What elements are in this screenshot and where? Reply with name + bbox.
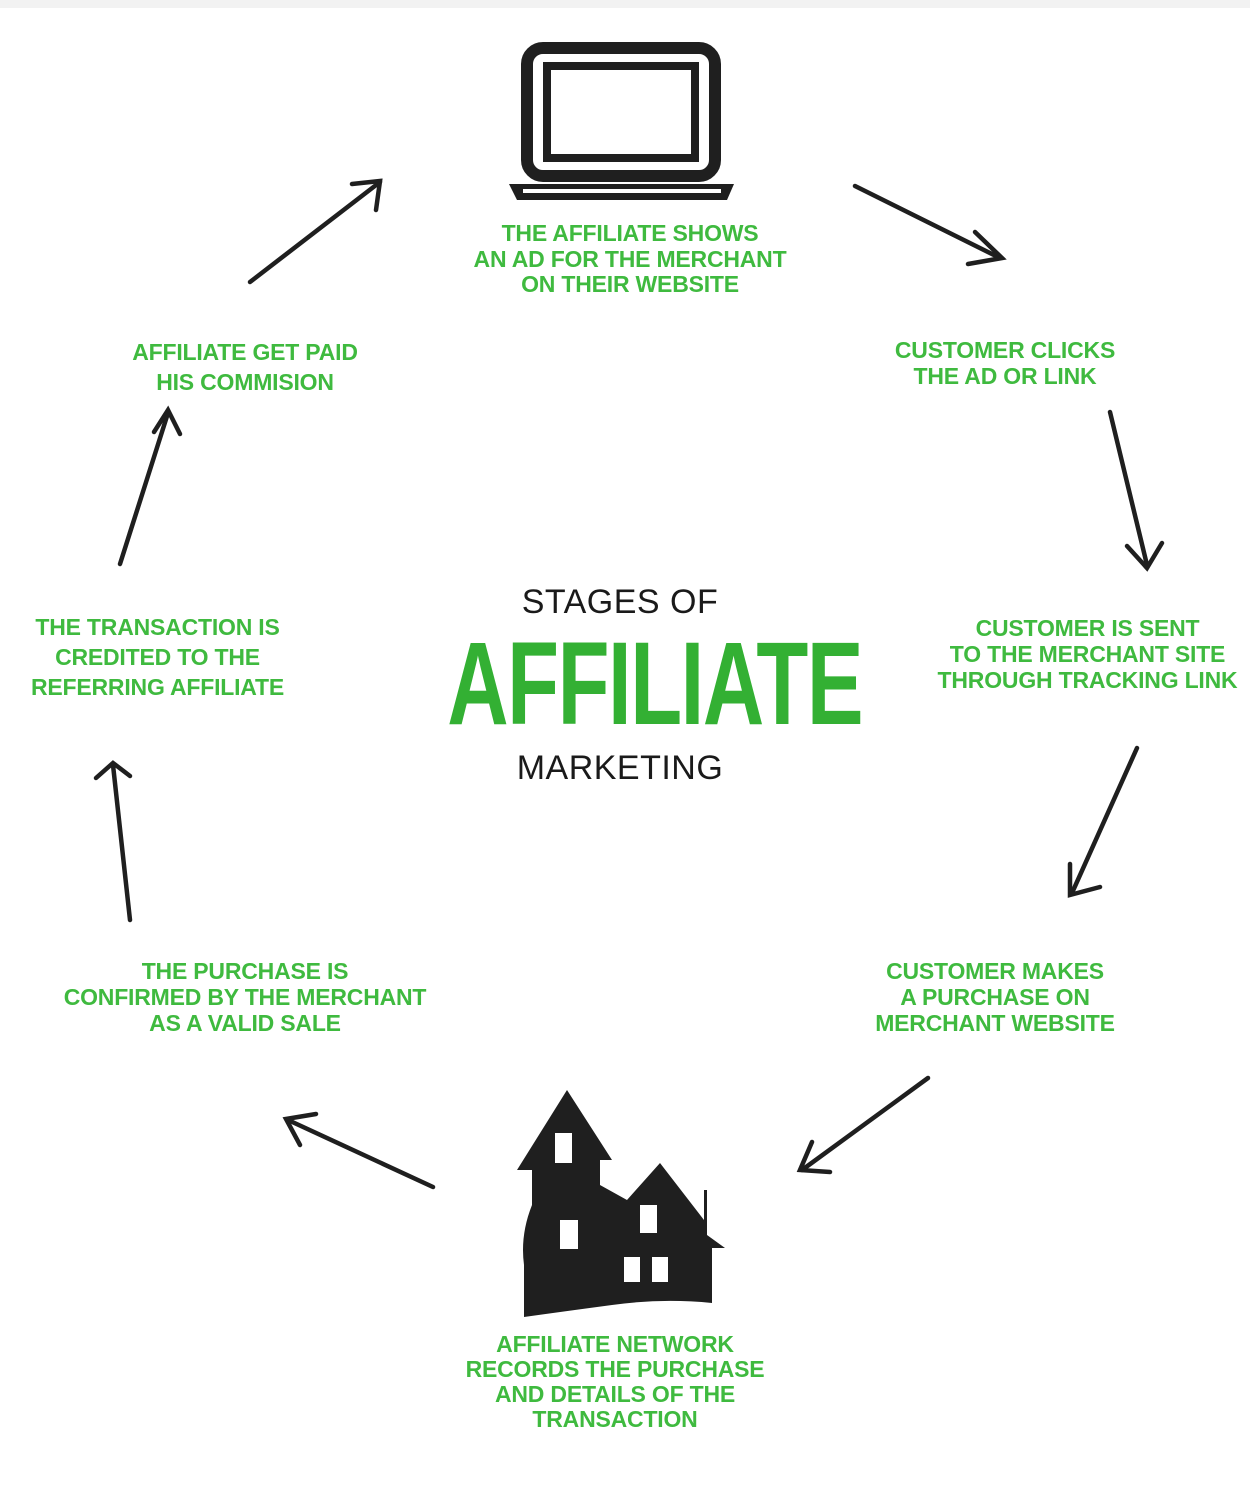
- title-marketing: MARKETING: [516, 749, 724, 787]
- step-line: AFFILIATE GET PAID: [132, 339, 358, 365]
- arrow-6-head: [93, 760, 133, 781]
- arrow-6: [110, 762, 133, 923]
- arrow-4: [799, 1075, 931, 1173]
- step-line: CREDITED TO THE: [55, 644, 260, 670]
- arrow-2: [1107, 409, 1150, 568]
- step-customer-purchase: CUSTOMER MAKES A PURCHASE ON MERCHANT WE…: [840, 958, 1150, 1036]
- step-line: CUSTOMER MAKES: [886, 958, 1104, 984]
- arrow-7-head: [151, 405, 183, 437]
- step-line: THROUGH TRACKING LINK: [937, 667, 1238, 693]
- arrow-3-head: [1067, 861, 1103, 898]
- laptop-icon: [509, 42, 734, 200]
- arrow-7: [117, 410, 171, 567]
- step-network-records: AFFILIATE NETWORK RECORDS THE PURCHASE A…: [430, 1332, 800, 1432]
- step-line: THE TRANSACTION IS: [35, 614, 280, 640]
- step-line: A PURCHASE ON: [900, 984, 1090, 1010]
- arrow-5: [285, 1117, 436, 1190]
- step-line: AN AD FOR THE MERCHANT: [473, 245, 787, 272]
- step-line: CUSTOMER IS SENT: [975, 615, 1200, 641]
- step-line: MERCHANT WEBSITE: [875, 1010, 1115, 1036]
- step-line: THE AFFILIATE SHOWS: [501, 220, 759, 246]
- arrow-5-head: [282, 1111, 319, 1148]
- step-line: AND DETAILS OF THE: [494, 1381, 736, 1407]
- step-affiliate-shows-ad: THE AFFILIATE SHOWS AN AD FOR THE MERCHA…: [430, 220, 830, 298]
- step-line: CONFIRMED BY THE MERCHANT: [63, 984, 427, 1010]
- step-line: TRANSACTION: [532, 1406, 698, 1432]
- step-purchase-confirmed: THE PURCHASE IS CONFIRMED BY THE MERCHAN…: [30, 958, 460, 1036]
- step-line: RECORDS THE PURCHASE: [465, 1356, 765, 1382]
- step-affiliate-paid: AFFILIATE GET PAID HIS COMMISION: [95, 337, 395, 397]
- step-line: REFERRING AFFILIATE: [30, 674, 285, 700]
- step-line: THE AD OR LINK: [913, 363, 1097, 389]
- center-title: STAGES OF AFFILIATE MARKETING: [380, 580, 863, 790]
- arrow-2-head: [1124, 540, 1165, 572]
- step-line: AS A VALID SALE: [149, 1010, 341, 1036]
- step-line: CUSTOMER CLICKS: [894, 337, 1116, 363]
- step-line: HIS COMMISION: [156, 369, 334, 395]
- arrow-1-head: [965, 229, 1007, 267]
- arrow-8-head: [349, 178, 383, 213]
- step-customer-clicks: CUSTOMER CLICKS THE AD OR LINK: [855, 337, 1155, 389]
- title-affiliate: AFFILIATE: [447, 618, 863, 750]
- step-transaction-credited: THE TRANSACTION IS CREDITED TO THE REFER…: [5, 612, 310, 702]
- building-icon: [517, 1090, 725, 1317]
- arrow-8: [247, 179, 383, 285]
- title-stages-of: STAGES OF: [521, 583, 719, 621]
- step-line: TO THE MERCHANT SITE: [949, 641, 1226, 667]
- step-line: THE PURCHASE IS: [141, 958, 349, 984]
- arrow-1: [852, 183, 1003, 261]
- step-line: AFFILIATE NETWORK: [496, 1331, 734, 1357]
- step-line: ON THEIR WEBSITE: [521, 271, 739, 297]
- arrow-4-head: [796, 1139, 833, 1175]
- arrow-3: [1069, 745, 1140, 896]
- step-customer-sent: CUSTOMER IS SENT TO THE MERCHANT SITE TH…: [915, 615, 1250, 693]
